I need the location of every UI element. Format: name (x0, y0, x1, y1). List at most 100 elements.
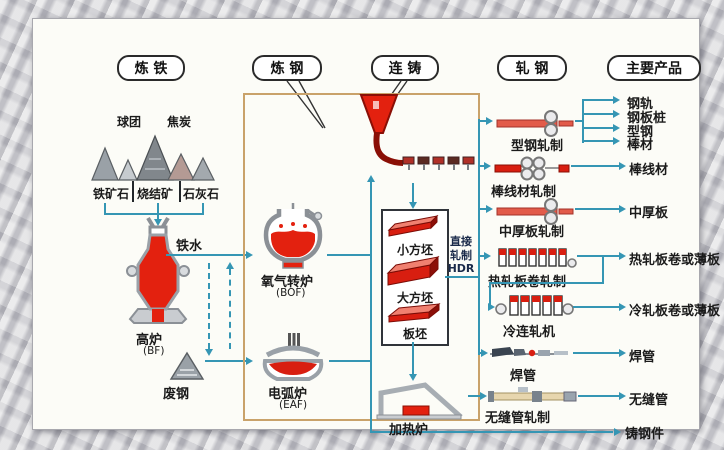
bloom-label: 大方坯 (396, 291, 433, 305)
connector (573, 306, 619, 308)
slab-label: 板坯 (402, 327, 427, 341)
bof-label: 氧气转炉 (261, 275, 314, 290)
direct-rolling-line3: HDR (447, 262, 475, 275)
connector (166, 254, 246, 256)
stage-label: 炼 钢 (270, 61, 304, 77)
plate-mill-label: 中厚板轧制 (499, 225, 565, 240)
stage-pill-continuous-casting: 连 铸 (371, 55, 439, 81)
connector (327, 254, 371, 256)
seamless-pipe-mill-label: 无缝管轧制 (485, 411, 551, 426)
section-mill-label: 型钢轧制 (511, 139, 564, 154)
arrow-right (619, 349, 626, 357)
arrow-right (488, 303, 495, 311)
connector (412, 183, 414, 202)
reheating-furnace-label: 加热炉 (389, 423, 429, 438)
arrow-right (619, 392, 626, 400)
arrow-right (619, 162, 626, 170)
product-cold-rolled-coil: 冷轧板卷或薄板 (629, 304, 721, 319)
connector (578, 395, 619, 397)
dashed-connector (229, 269, 231, 349)
connector (489, 282, 604, 284)
semis-box: 小方坯 大方坯 板坯 (381, 209, 449, 346)
connector (370, 182, 372, 433)
connector (577, 255, 619, 257)
connector (205, 360, 246, 362)
arrow-down (205, 349, 213, 356)
blast-furnace-label: 高炉 (136, 333, 163, 348)
connector (478, 119, 480, 355)
dashed-connector (208, 263, 210, 349)
product-bar: 棒材 (627, 138, 654, 153)
connector (575, 208, 619, 210)
stage-label: 主要产品 (626, 61, 682, 77)
bloom-icon (386, 255, 440, 286)
arrow-up (226, 262, 234, 269)
stage-pill-rolling: 轧 钢 (497, 55, 567, 81)
blast-furnace-icon (126, 216, 190, 324)
direct-rolling-line2: 轧制 (450, 248, 472, 262)
connector (582, 99, 584, 143)
product-hot-rolled-coil: 热轧板卷或薄板 (629, 253, 721, 268)
steelmaking-pill-tail (286, 80, 326, 129)
connector (478, 255, 484, 257)
limestone-label: 石灰石 (183, 187, 220, 201)
direct-rolling-line1: 直接 (450, 235, 472, 248)
arrow-up (367, 175, 375, 182)
bar-wire-mill-label: 棒线材轧制 (491, 185, 557, 200)
arrow-right (484, 252, 491, 260)
billet-icon (387, 214, 439, 237)
connector (602, 257, 604, 283)
connector (582, 127, 613, 129)
arrow-right (613, 137, 620, 145)
product-seamless-pipe: 无缝管 (629, 393, 669, 408)
arrow-right (486, 117, 493, 125)
connector (468, 395, 480, 397)
continuous-caster-icon (359, 94, 475, 170)
arrow-right (246, 251, 253, 259)
arrow-right (619, 303, 626, 311)
connector (445, 276, 480, 278)
eaf-abbr: (EAF) (279, 399, 308, 411)
section-mill-icon (496, 110, 574, 137)
connector (370, 431, 613, 433)
label-divider (179, 181, 181, 202)
arrow-right (486, 205, 493, 213)
connector (329, 360, 371, 362)
eaf-furnace-icon (262, 333, 324, 381)
sinter-label: 烧结矿 (137, 187, 174, 201)
product-medium-plate: 中厚板 (629, 206, 669, 221)
stage-pill-ironmaking: 炼 铁 (117, 55, 185, 81)
connector (582, 140, 613, 142)
bof-abbr: (BOF) (276, 287, 306, 299)
coke-label: 焦炭 (167, 115, 192, 129)
label-divider (132, 181, 134, 202)
product-section-steel: 型钢 (627, 125, 654, 140)
connector (582, 99, 613, 101)
stage-pill-steelmaking: 炼 钢 (252, 55, 322, 81)
arrow-down (409, 202, 417, 209)
arrow-right (619, 252, 626, 260)
connector (478, 208, 486, 210)
connector (202, 203, 204, 215)
arrow-right (614, 428, 621, 436)
product-steel-castings: 铸钢件 (625, 427, 665, 442)
seamless-pipe-mill-icon (488, 387, 577, 402)
cold-tandem-mill-icon (495, 295, 574, 316)
product-rail: 钢轨 (627, 97, 654, 112)
pipe-welding-icon (490, 347, 568, 357)
product-sheet-pile: 钢板桩 (627, 111, 667, 126)
arrow-right (613, 124, 620, 132)
arrow-down (154, 219, 162, 226)
pipe-welding-label: 焊管 (510, 369, 537, 384)
connector (573, 352, 619, 354)
connector (478, 165, 486, 167)
arrow-right (481, 349, 488, 357)
iron-ore-label: 铁矿石 (93, 187, 130, 201)
pellet-label: 球团 (117, 115, 142, 129)
stage-label: 连 铸 (388, 61, 422, 77)
arrow-right (480, 392, 487, 400)
connector (104, 203, 106, 215)
direct-rolling-note: 直接 轧制 HDR (445, 235, 477, 276)
scrap-steel-label: 废钢 (163, 387, 190, 402)
billet-label: 小方坯 (396, 243, 433, 257)
